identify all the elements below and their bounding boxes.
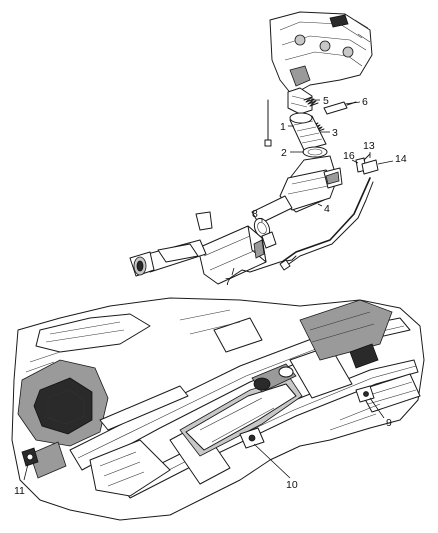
tailpipe [129,239,207,277]
callout-14-label: 13 [363,140,375,152]
callout-8-label: 8 [252,208,258,220]
heat-shield-bracket-line [229,255,297,279]
spring-5 [303,96,319,107]
callout-7: 7 [225,267,235,288]
callout-7-label: 7 [225,276,231,288]
gasket-2 [302,146,328,158]
exhaust-manifold [287,87,313,115]
callout-9: 9 [369,397,392,429]
callout-5-label: 5 [323,95,329,107]
callout-14: 13 [363,140,375,158]
callout-2-label: 2 [281,147,287,159]
muffler [195,211,277,285]
callout-2: 2 [281,147,304,159]
callout-10: 10 [253,443,298,491]
callout-9-label: 9 [386,417,392,429]
callout-10-label: 10 [286,479,298,491]
callout-4: 4 [317,203,330,215]
callout-16: 16 [343,150,359,164]
callout-6: 6 [344,96,368,108]
callout-13-label: 14 [395,153,407,165]
bolt-left-vertical [264,99,272,147]
vehicle-underbody [11,297,425,521]
fuel-vapor-line [279,177,374,271]
callout-13: 14 [377,153,407,165]
bracket-14 [361,153,379,175]
callout-1-label: 1 [280,121,286,133]
callout-3-label: 3 [332,127,338,139]
callout-6-label: 6 [362,96,368,108]
callout-8: 8 [252,208,263,222]
callout-5: 5 [312,95,329,107]
downpipe-flex [289,112,327,151]
callout-11-label: 11 [14,485,25,497]
callout-3: 3 [320,127,338,139]
engine-block [269,11,373,96]
clamp-8 [253,217,271,239]
catalytic-converter-4 [279,155,343,213]
callout-16-label: 16 [343,150,355,162]
callout-11: 11 [14,463,29,497]
callout-1: 1 [280,121,294,133]
callout-4-label: 4 [324,203,330,215]
